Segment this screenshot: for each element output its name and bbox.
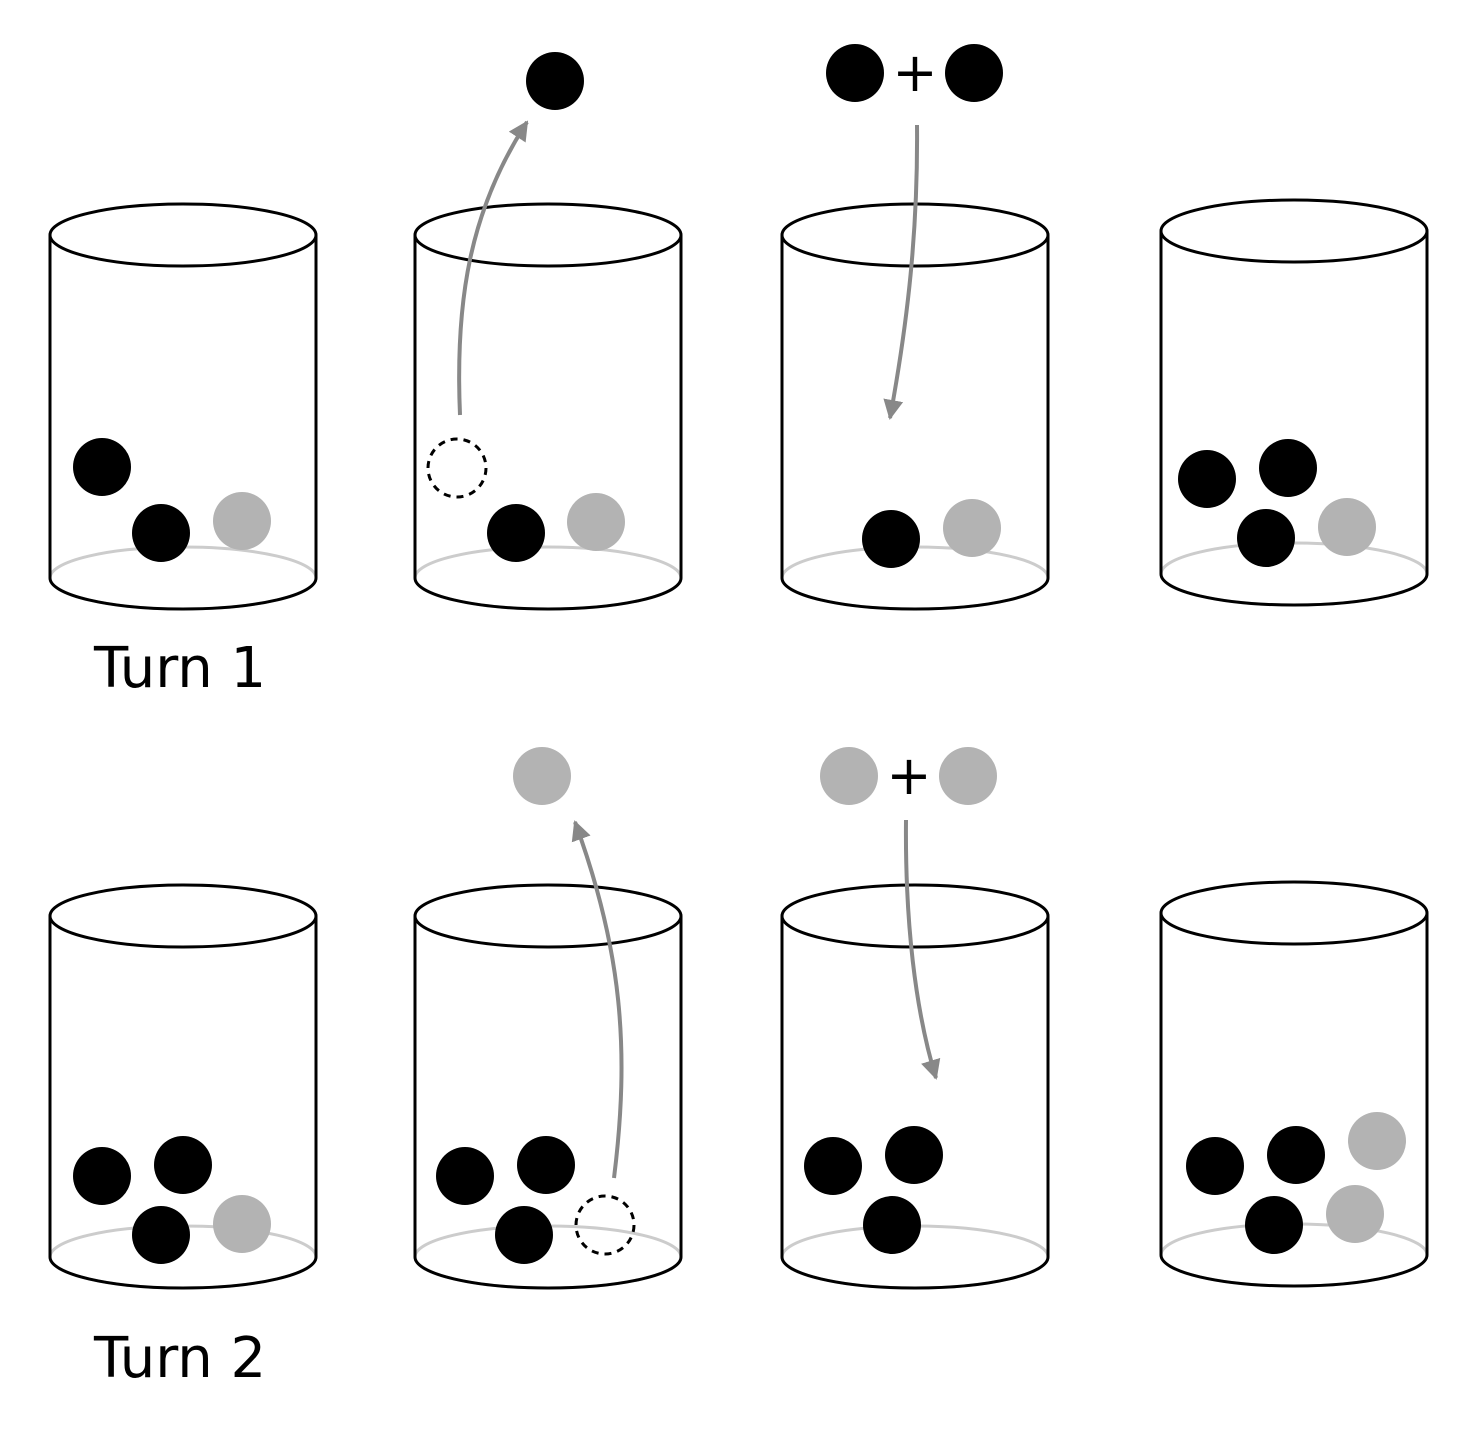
black-ball — [495, 1206, 553, 1264]
urn-turn1-initial — [48, 202, 318, 611]
black-ball — [885, 1126, 943, 1184]
plus-sign: + — [892, 41, 937, 104]
draw-arrow — [571, 820, 624, 1179]
black-ball — [436, 1147, 494, 1205]
urn-rim — [780, 883, 1050, 949]
added-gray-ball — [820, 747, 878, 805]
black-ball — [1237, 509, 1295, 567]
gray-ball — [1318, 498, 1376, 556]
added-black-ball — [945, 44, 1003, 102]
urn-rim — [48, 202, 318, 268]
urn-bottom-edge — [780, 577, 1050, 611]
gray-ball — [1326, 1185, 1384, 1243]
gray-ball — [567, 493, 625, 551]
urn-rim — [1159, 880, 1429, 946]
added-gray-ball — [939, 747, 997, 805]
urn-bottom-edge — [1159, 573, 1429, 607]
black-ball — [517, 1136, 575, 1194]
black-ball — [1267, 1126, 1325, 1184]
urn-bottom-edge — [48, 1256, 318, 1290]
urn-bottom-edge — [48, 577, 318, 611]
urn-rim — [413, 883, 683, 949]
black-ball — [487, 504, 545, 562]
turn-2-label: Turn 2 — [94, 1326, 267, 1391]
draw-arrow — [457, 120, 529, 416]
black-ball — [804, 1137, 862, 1195]
urn-bottom-edge — [1159, 1254, 1429, 1288]
black-ball — [132, 1206, 190, 1264]
black-ball — [1259, 439, 1317, 497]
row-turn-2: + — [48, 744, 1429, 1290]
black-ball — [73, 438, 131, 496]
urn-bottom-edge — [780, 1256, 1050, 1290]
urn-turn1-draw — [413, 202, 683, 611]
black-ball — [1186, 1137, 1244, 1195]
urn-rim — [48, 883, 318, 949]
black-ball — [1178, 450, 1236, 508]
urn-rim — [413, 202, 683, 268]
black-ball — [132, 504, 190, 562]
urn-rim — [1159, 198, 1429, 264]
black-ball — [862, 510, 920, 568]
add-arrow — [903, 819, 941, 1080]
row-turn-1: + — [48, 41, 1429, 611]
gray-ball — [943, 499, 1001, 557]
plus-sign: + — [886, 744, 931, 807]
black-ball — [73, 1147, 131, 1205]
gray-ball — [213, 1195, 271, 1253]
black-ball — [154, 1136, 212, 1194]
gray-ball — [213, 492, 271, 550]
removed-ball-outline — [574, 1194, 636, 1256]
black-ball — [863, 1196, 921, 1254]
urn-bottom-edge — [413, 1256, 683, 1290]
turn-1-label: Turn 1 — [94, 636, 267, 701]
drawn-gray-ball — [513, 747, 571, 805]
urn-bottom-edge — [413, 577, 683, 611]
added-black-ball — [826, 44, 884, 102]
removed-ball-outline — [426, 437, 488, 499]
gray-ball — [1348, 1112, 1406, 1170]
add-arrow — [883, 124, 920, 420]
urn-turn2-result — [1159, 880, 1429, 1288]
drawn-black-ball — [526, 52, 584, 110]
black-ball — [1245, 1196, 1303, 1254]
